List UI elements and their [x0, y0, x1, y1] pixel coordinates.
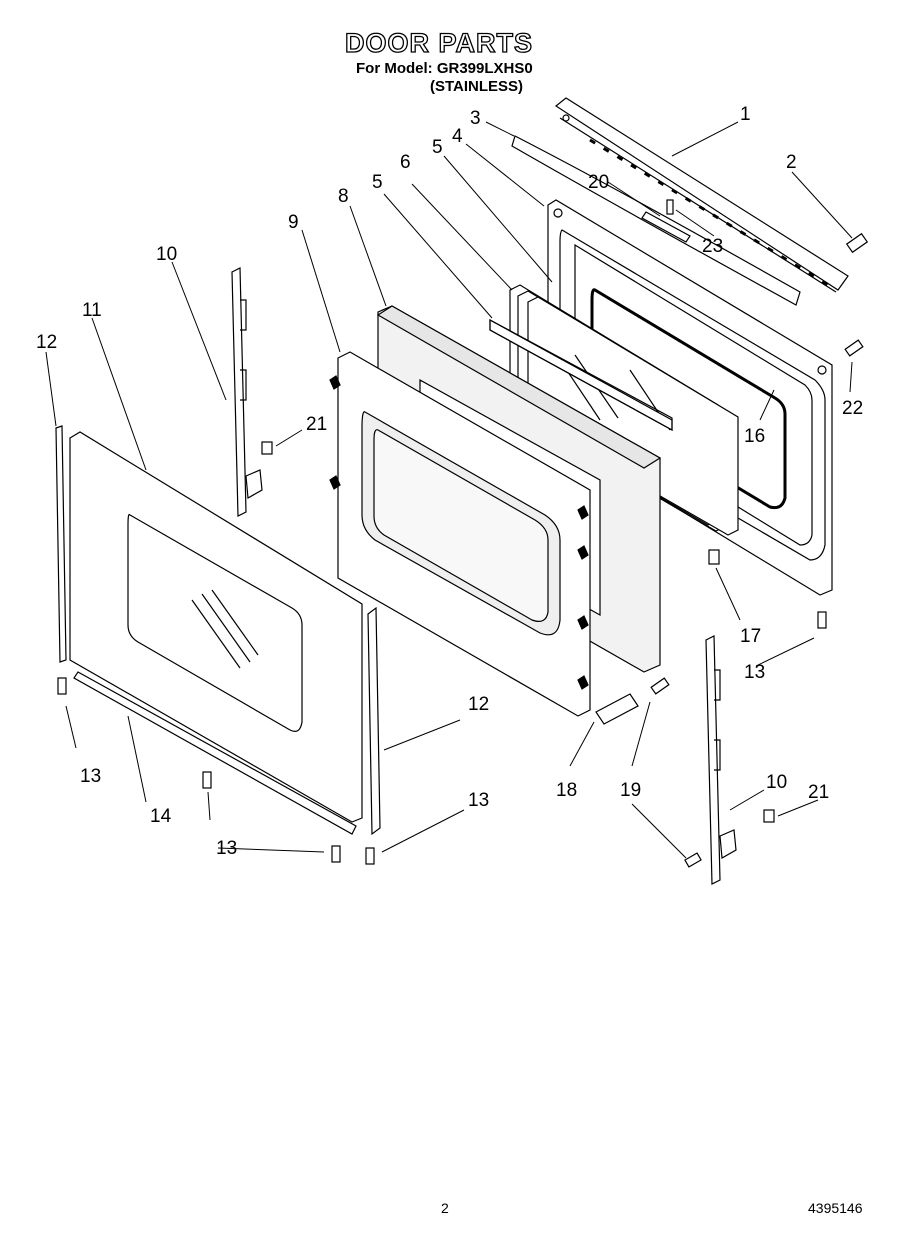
callout-22: 22: [842, 398, 863, 419]
callout-20: 20: [588, 172, 609, 193]
callout-13c: 13: [216, 838, 237, 859]
part-10-hinge-left: [231, 267, 263, 517]
callout-23: 23: [702, 236, 723, 257]
part-12-left-strip: [55, 425, 67, 663]
part-9-door-frame: [329, 351, 591, 717]
model-line: For Model: GR399LXHS0: [356, 60, 533, 77]
part-20-clip: [641, 211, 691, 243]
callout-13a: 13: [744, 662, 765, 683]
part-10-hinge-right: [705, 635, 737, 885]
part-21-clip-left: [261, 441, 273, 455]
part-18-bracket: [595, 693, 639, 725]
callout-3: 3: [470, 108, 481, 129]
part-2-screw: [845, 232, 869, 254]
finish-line: (STAINLESS): [430, 78, 524, 95]
callout-4: 4: [452, 126, 463, 147]
callout-14: 14: [150, 806, 172, 827]
callout-2: 2: [786, 152, 797, 173]
page-number: 2: [441, 1200, 449, 1216]
document-number: 4395146: [808, 1200, 863, 1216]
callout-18: 18: [556, 780, 577, 801]
page-title: DOOR PARTS: [344, 27, 534, 58]
callout-13b: 13: [80, 766, 101, 787]
part-14-bottom-strip: [73, 671, 357, 835]
callout-12b: 12: [468, 694, 489, 715]
callout-12a: 12: [36, 332, 57, 353]
callout-19: 19: [620, 780, 641, 801]
part-16-gasket: [590, 288, 787, 510]
callout-11: 11: [82, 300, 102, 321]
callout-10b: 10: [766, 772, 787, 793]
part-13-screw-f: [684, 852, 702, 868]
part-12-right-strip: [367, 606, 381, 836]
leader-lines: [45, 121, 853, 859]
callout-8: 8: [338, 186, 349, 207]
part-13-screw-a: [57, 677, 67, 695]
callout-13d: 13: [468, 790, 489, 811]
part-21-clip-right: [763, 809, 775, 823]
callout-10a: 10: [156, 244, 177, 265]
part-13-screw-d: [365, 847, 375, 865]
callout-6: 6: [400, 152, 411, 173]
callout-5a: 5: [432, 137, 443, 158]
part-23-screw: [666, 199, 674, 215]
callout-1: 1: [740, 104, 751, 125]
callout-21a: 21: [306, 414, 327, 435]
part-19-screw: [650, 677, 670, 695]
callout-17: 17: [740, 626, 761, 647]
part-13-screw-b: [202, 771, 212, 789]
callout-9: 9: [288, 212, 299, 233]
part-11-outer-door: [69, 431, 363, 823]
part-5-glass: [489, 318, 673, 432]
part-17-bracket: [708, 549, 720, 565]
callout-5b: 5: [372, 172, 383, 193]
part-1-trim: [554, 97, 849, 293]
callout-16: 16: [744, 426, 765, 447]
part-5-6-glass-panels: [509, 284, 739, 536]
part-13-screw-c: [331, 845, 341, 863]
callout-21b: 21: [808, 782, 829, 803]
part-13-screw-e: [817, 611, 827, 629]
part-22-screw: [844, 339, 864, 357]
